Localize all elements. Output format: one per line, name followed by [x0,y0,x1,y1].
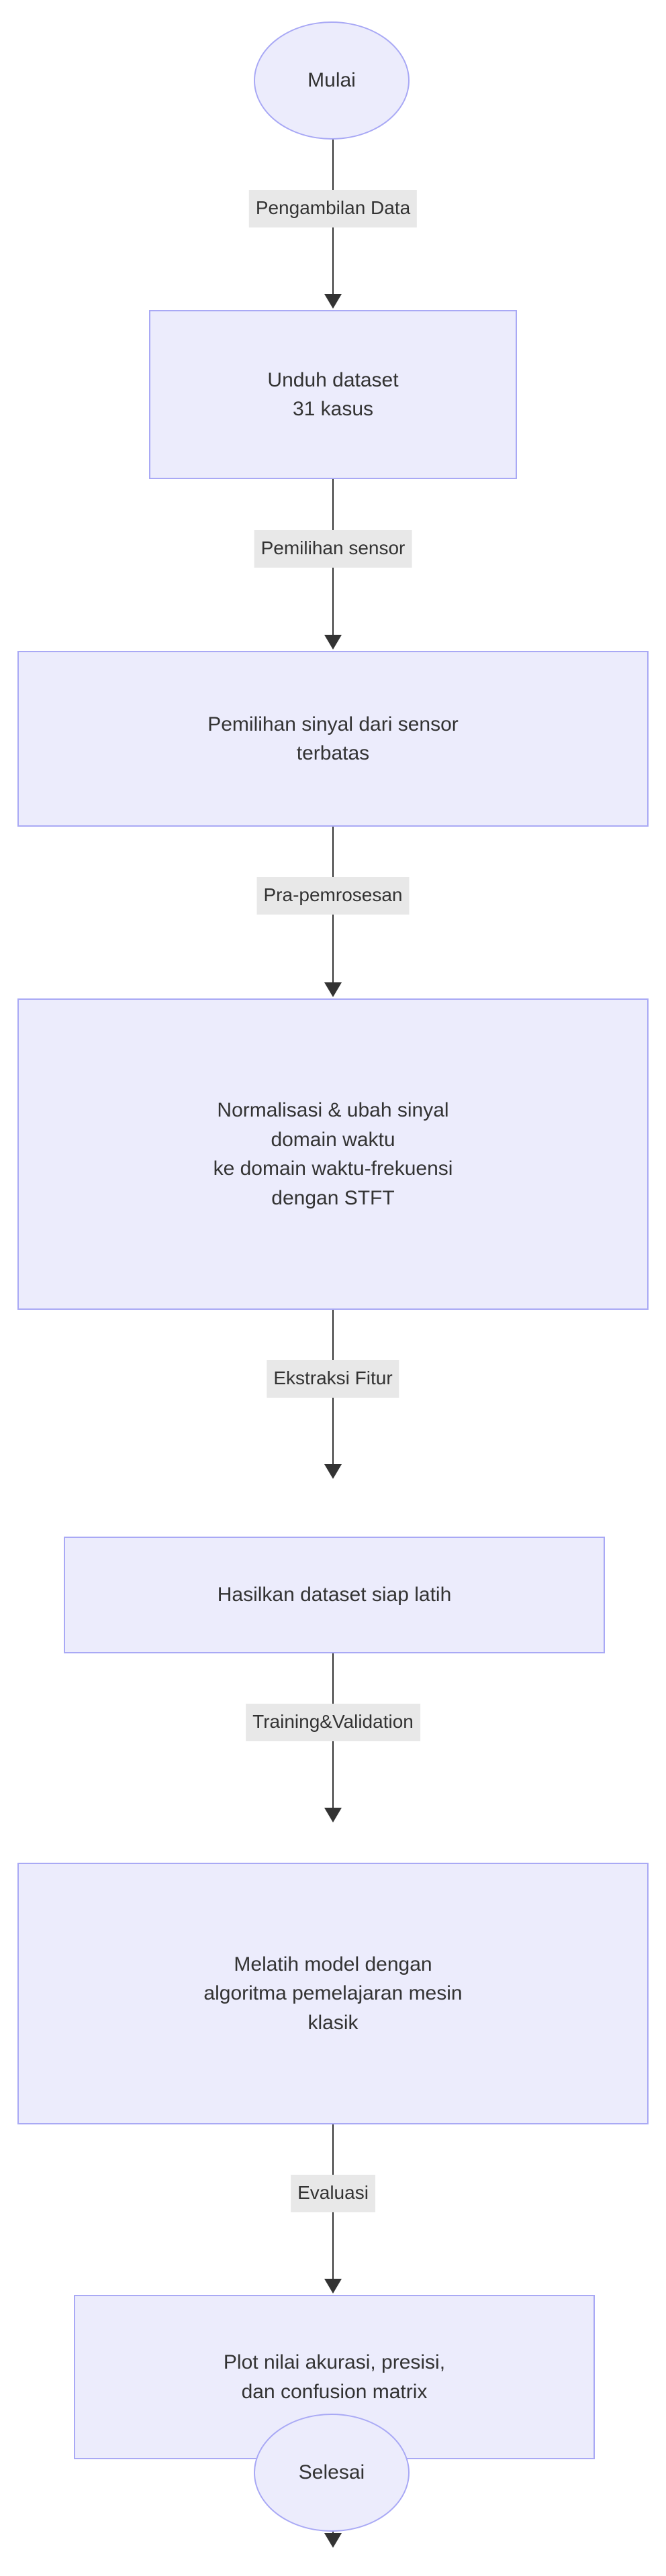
arrowhead-melatih-plot [324,2279,342,2294]
edge-label-training-validation: Training&Validation [246,1704,420,1741]
edge-label-pengambilan-data: Pengambilan Data [248,190,418,227]
arrowhead-mulai-unduh [324,294,342,309]
arrowhead-unduh-pemilihan [324,635,342,650]
arrowhead-hasilkan-melatih [324,1808,342,1822]
edge-label-pra-pemrosesan: Pra-pemrosesan [256,877,410,915]
arrowhead-normalisasi-hasilkan [324,1464,342,1479]
node-unduh-dataset[interactable]: Unduh dataset 31 kasus [149,310,517,479]
arrowhead-plot-selesai [324,2533,342,2548]
node-normalisasi-stft[interactable]: Normalisasi & ubah sinyal domain waktu k… [17,998,649,1310]
arrowhead-pemilihan-normalisasi [324,982,342,997]
edge-label-pemilihan-sensor: Pemilihan sensor [254,530,412,568]
node-selesai[interactable]: Selesai [254,2414,410,2532]
node-pemilihan-sinyal[interactable]: Pemilihan sinyal dari sensor terbatas [17,651,649,827]
edge-label-evaluasi: Evaluasi [291,2175,375,2212]
node-melatih-model[interactable]: Melatih model dengan algoritma pemelajar… [17,1863,649,2124]
node-hasilkan-dataset[interactable]: Hasilkan dataset siap latih [64,1537,605,1653]
node-mulai[interactable]: Mulai [254,21,410,140]
edge-label-ekstraksi-fitur: Ekstraksi Fitur [267,1360,399,1398]
